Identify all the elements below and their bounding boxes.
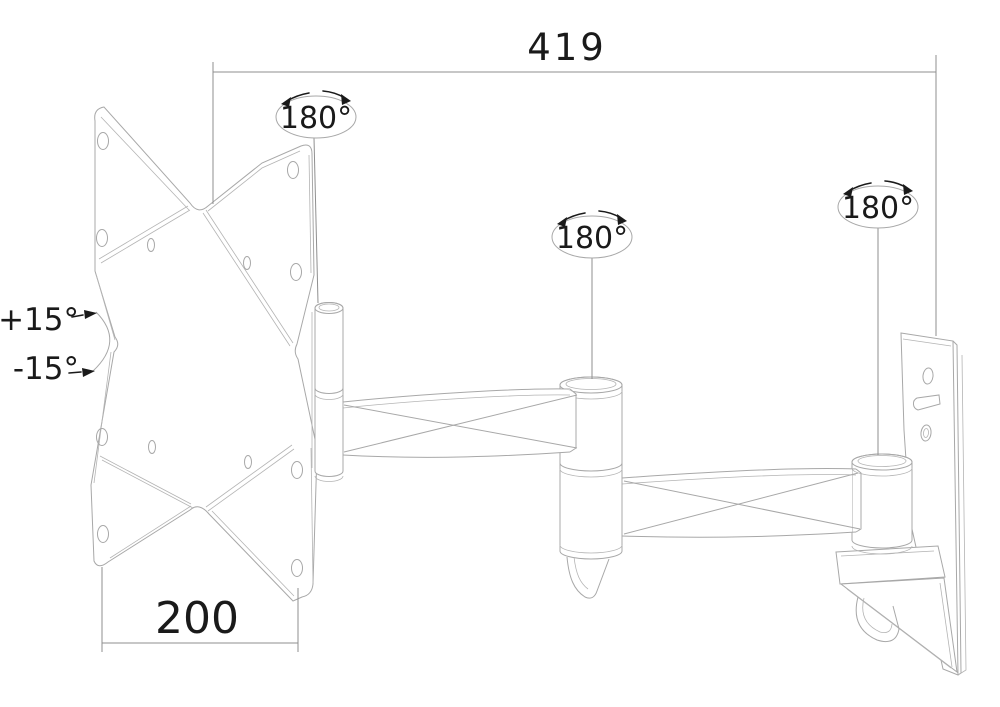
rotation-callout-vesa: 180° xyxy=(275,90,357,304)
tilt-down-label: -15° xyxy=(13,351,79,387)
swivel-angle-label: 180° xyxy=(280,101,352,136)
vesa-plate xyxy=(90,106,318,602)
arm-1 xyxy=(342,388,578,458)
vesa-hinge xyxy=(311,302,344,482)
tilt-up-arrow-icon xyxy=(84,310,97,319)
dimension-overall-length: 419 xyxy=(212,26,937,336)
arm-2 xyxy=(621,467,862,538)
tilt-callout: +15° -15° xyxy=(0,302,111,387)
leader-line xyxy=(313,137,319,304)
swivel-angle-label: 180° xyxy=(842,191,914,226)
bracket-cutout xyxy=(855,596,900,643)
rotation-callout-middle: 180° xyxy=(551,210,633,379)
swivel-angle-label: 180° xyxy=(556,221,628,256)
dimension-vesa-width: 200 xyxy=(101,567,299,652)
tilt-up-label: +15° xyxy=(0,302,79,338)
tilt-arc xyxy=(92,311,111,372)
wall-bracket xyxy=(835,545,958,674)
wall-plate-hole-top xyxy=(922,367,934,385)
rotation-callout-wall: 180° xyxy=(837,180,919,455)
wall-plate-slot xyxy=(912,394,941,411)
wall-hinge xyxy=(851,453,913,555)
wall-plate-hole-bottom xyxy=(920,424,932,442)
tilt-down-arrow-icon xyxy=(82,368,95,377)
cable-hook xyxy=(566,556,610,599)
dimension-200-label: 200 xyxy=(155,593,239,644)
dimension-419-label: 419 xyxy=(527,26,607,69)
vesa-mounting-holes xyxy=(96,132,303,577)
